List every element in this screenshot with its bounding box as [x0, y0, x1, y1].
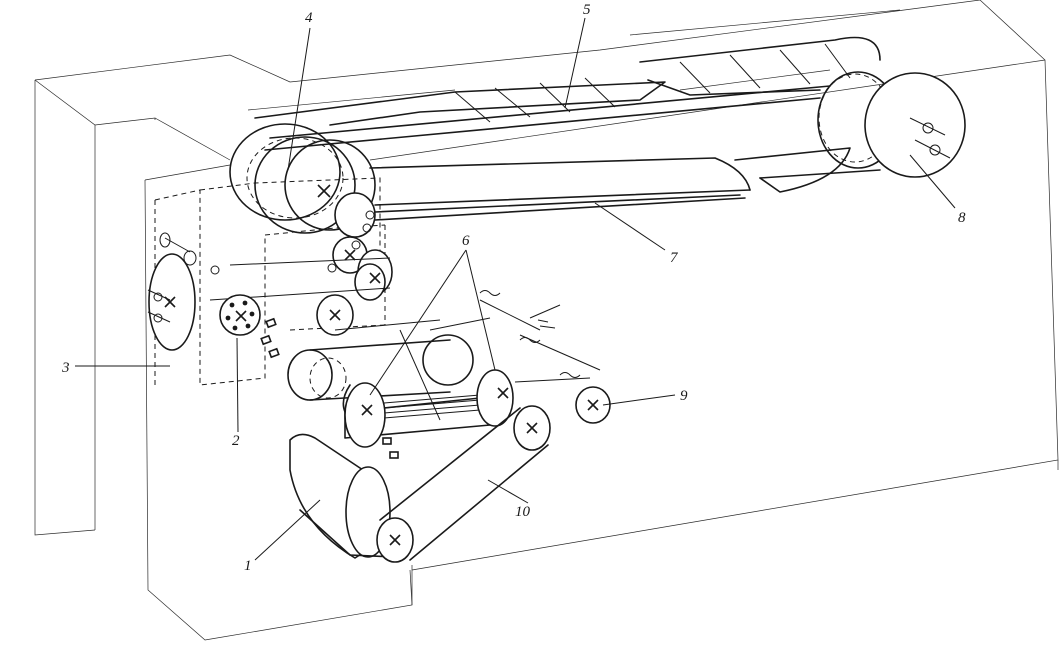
callout-10: 10: [515, 504, 531, 520]
lower-belt-7: [369, 147, 881, 221]
callout-9: 9: [680, 388, 688, 404]
callout-8: 8: [958, 210, 966, 226]
roll-4: [229, 123, 376, 234]
leader-lines: [75, 17, 956, 561]
small-rollers: [209, 192, 393, 336]
callout-2: 2: [232, 433, 240, 449]
callout-1: 1: [244, 558, 252, 574]
unit-6: [287, 317, 514, 459]
callout-6: 6: [462, 233, 470, 249]
unit-3: [147, 232, 220, 351]
callout-4: 4: [305, 10, 313, 26]
roll-8: [817, 71, 966, 178]
callout-5: 5: [583, 2, 591, 18]
unit-2: [219, 294, 280, 359]
roller-9: [479, 290, 611, 424]
callout-7: 7: [670, 250, 679, 266]
callout-labels: 4 5 6 7 8 9 10 1 2 3: [61, 2, 966, 574]
upper-belt-5: [254, 36, 881, 151]
callout-3: 3: [61, 360, 70, 376]
roll-1-and-belt-10: [289, 405, 551, 563]
